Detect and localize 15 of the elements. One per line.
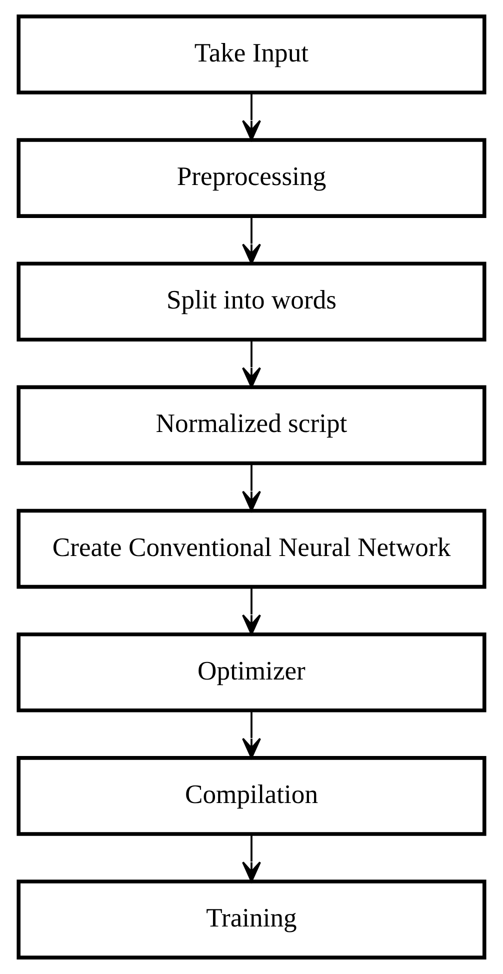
node-box: Split into words <box>16 262 486 342</box>
arrow <box>242 710 261 759</box>
node-box: Normalized script <box>16 385 486 466</box>
node-box: Training <box>16 880 486 960</box>
node-box: Create Conventional Neural Network <box>16 508 486 589</box>
node-box: Compilation <box>16 756 486 836</box>
node-box: Take Input <box>16 14 486 94</box>
arrow <box>242 340 261 388</box>
arrow <box>242 92 261 141</box>
node-box: Optimizer <box>16 632 486 712</box>
arrow <box>242 834 261 882</box>
arrow <box>242 464 261 512</box>
node-box: Preprocessing <box>16 138 486 218</box>
arrow <box>242 587 261 636</box>
arrow <box>242 216 261 264</box>
